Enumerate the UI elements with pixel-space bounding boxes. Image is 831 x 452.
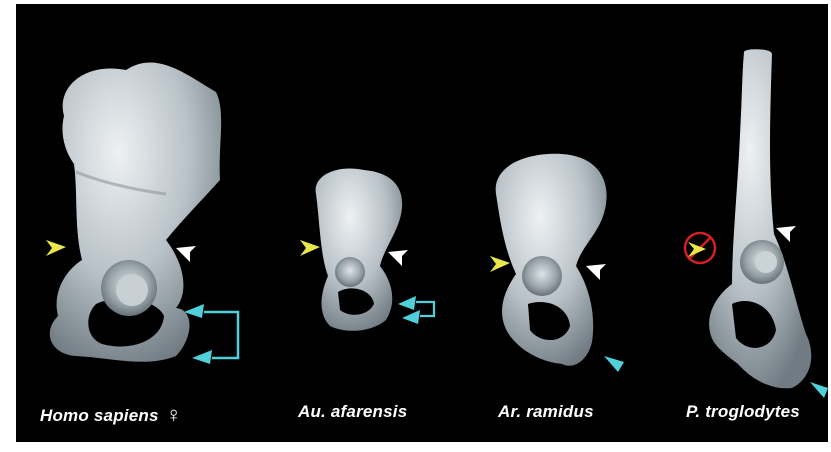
pelvis-comparison-illustration	[16, 4, 828, 442]
bracket-connector-icon	[204, 312, 238, 358]
female-symbol-icon: ♀	[166, 402, 183, 427]
cyan-arrowhead-icon	[402, 310, 420, 324]
yellow-arrowhead-icon	[490, 256, 510, 272]
ar-ramidus-pelvis	[496, 154, 607, 366]
au-afarensis-label: Au. afarensis	[298, 402, 407, 422]
ar-ramidus-label: Ar. ramidus	[498, 402, 594, 422]
white-arrowhead-icon	[176, 246, 196, 262]
homo-sapiens-pelvis	[50, 62, 221, 361]
figure-panel: Homo sapiens ♀ Au. afarensis Ar. ramidus…	[16, 4, 828, 442]
au-afarensis-pelvis	[316, 168, 403, 330]
cyan-arrowhead-icon	[398, 296, 416, 310]
yellow-arrowhead-icon	[300, 240, 320, 256]
white-arrowhead-icon	[776, 226, 796, 242]
cyan-arrowhead-icon	[192, 350, 212, 364]
homo-sapiens-label: Homo sapiens ♀	[40, 402, 182, 428]
cyan-arrowhead-icon	[810, 382, 828, 398]
yellow-arrowhead-icon	[46, 240, 66, 256]
cyan-arrowhead-icon	[604, 356, 624, 372]
p-troglodytes-label: P. troglodytes	[686, 402, 800, 422]
white-arrowhead-icon	[586, 264, 606, 280]
p-troglodytes-pelvis	[709, 49, 811, 388]
homo-sapiens-name: Homo sapiens	[40, 406, 159, 425]
white-arrowhead-icon	[388, 250, 408, 266]
